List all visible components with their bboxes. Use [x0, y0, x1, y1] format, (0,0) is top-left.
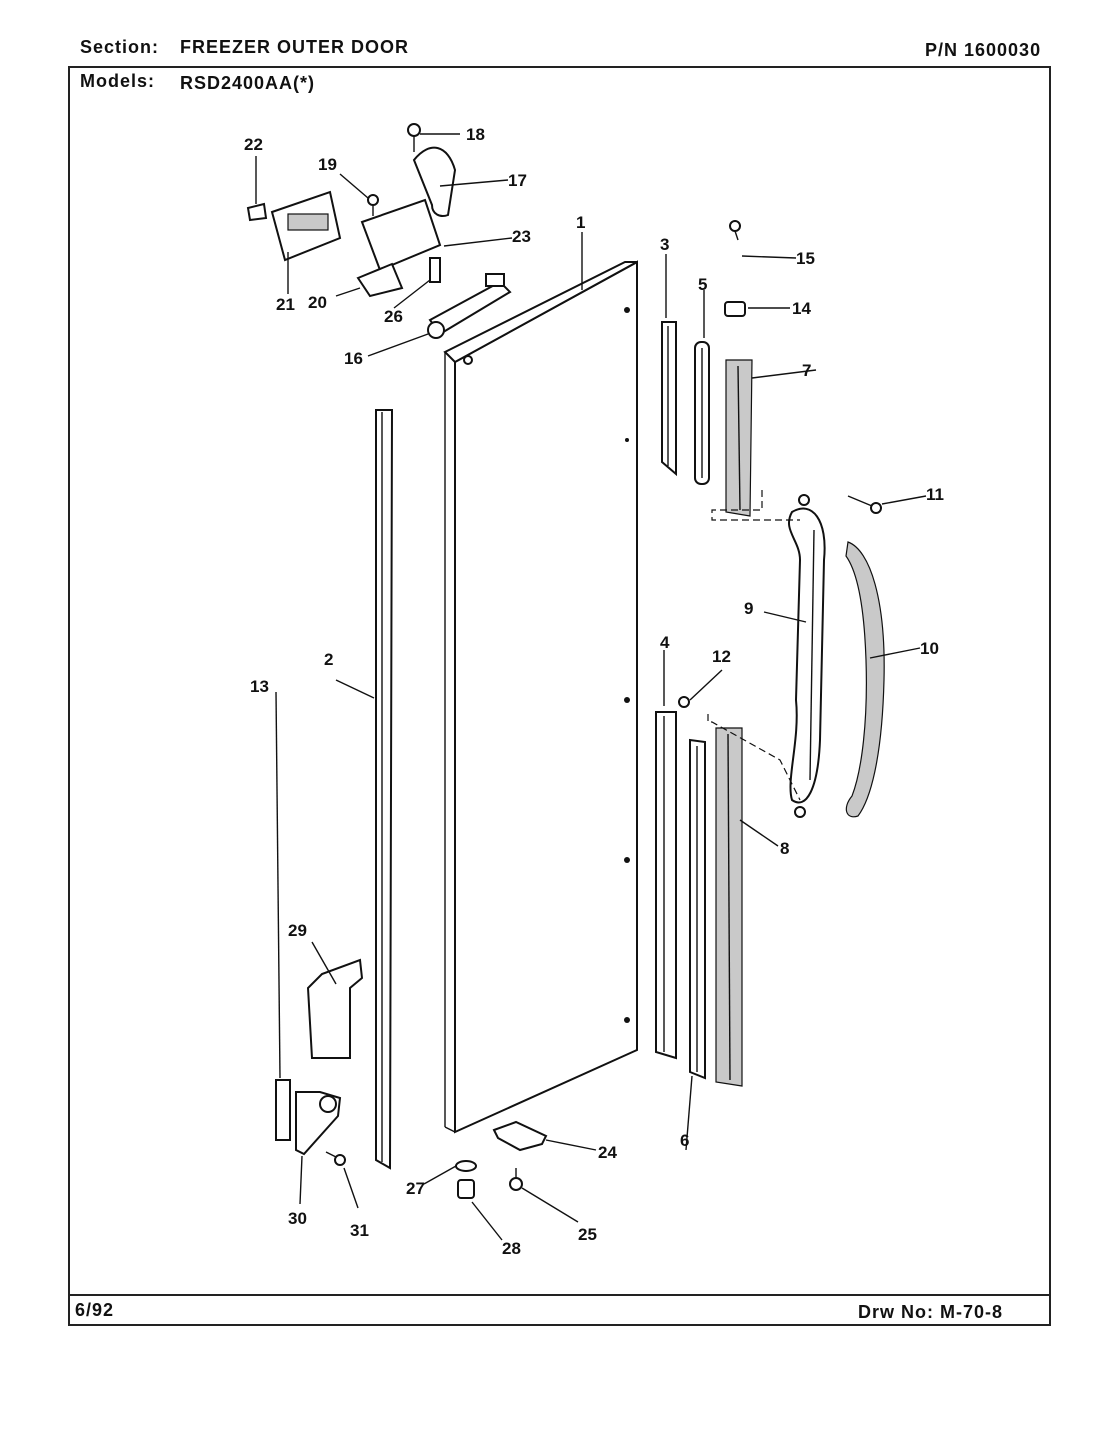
bottom-hinge — [295, 1091, 342, 1156]
gasket-strip — [375, 409, 394, 1170]
callout-22: 22 — [244, 135, 263, 154]
callout-8: 8 — [780, 839, 789, 858]
callout-28: 28 — [502, 1239, 521, 1258]
handle-trim-upper — [725, 359, 753, 517]
callout-11: 11 — [926, 485, 944, 504]
clip — [246, 202, 268, 222]
callout-3: 3 — [660, 235, 669, 254]
channel-upper — [694, 341, 710, 485]
callout-24: 24 — [598, 1143, 617, 1162]
callout-23: 23 — [512, 227, 531, 246]
callout-19: 19 — [318, 155, 337, 174]
screw-31 — [325, 1151, 346, 1166]
models-value: RSD2400AA(*) — [180, 73, 316, 93]
screw-15 — [729, 220, 741, 241]
section-title: FREEZER OUTER DOOR — [180, 37, 410, 57]
callout-6: 6 — [680, 1131, 689, 1150]
hinge-plate — [360, 198, 442, 272]
leader-lines — [255, 133, 927, 1241]
callout-14: 14 — [792, 299, 811, 318]
callout-9: 9 — [744, 599, 753, 618]
callout-7: 7 — [802, 361, 811, 380]
callout-13: 13 — [250, 677, 269, 696]
trim-strip-upper — [661, 321, 677, 477]
callout-10: 10 — [920, 639, 939, 658]
drawing-number: Drw No: M-70-8 — [858, 1302, 1004, 1322]
bushing-28 — [457, 1179, 475, 1199]
shim-plate — [356, 262, 404, 298]
screw-12 — [678, 696, 690, 708]
screw-19 — [367, 194, 379, 216]
callout-16: 16 — [344, 349, 363, 368]
screw-25 — [509, 1168, 523, 1191]
part-number: P/N 1600030 — [925, 40, 1042, 60]
hinge-block — [270, 190, 342, 262]
callout-30: 30 — [288, 1209, 307, 1228]
handle-trim-lower — [715, 727, 743, 1087]
bottom-hinge-cover — [306, 958, 364, 1059]
callout-12: 12 — [712, 647, 731, 666]
callout-29: 29 — [288, 921, 307, 940]
callout-2: 2 — [324, 650, 333, 669]
section-label: Section: — [80, 37, 160, 57]
screw-11 — [847, 495, 882, 514]
callout-27: 27 — [406, 1179, 425, 1198]
drawing-frame — [68, 66, 1051, 1326]
callout-21: 21 — [276, 295, 295, 314]
models-label: Models: — [80, 71, 156, 91]
door-panel — [443, 260, 638, 1134]
callout-25: 25 — [578, 1225, 597, 1244]
bottom-bracket — [492, 1120, 548, 1152]
washer-27 — [455, 1160, 477, 1172]
callout-1: 1 — [576, 213, 585, 232]
screw-18 — [407, 123, 421, 152]
channel-lower — [689, 738, 706, 1080]
callout-18: 18 — [466, 125, 485, 144]
trim-strip-lower — [655, 711, 677, 1060]
shim-13 — [275, 1079, 291, 1141]
callout-17: 17 — [508, 171, 527, 190]
drawing-date: 6/92 — [75, 1300, 115, 1320]
top-hinge-bracket — [427, 273, 512, 339]
callout-4: 4 — [660, 633, 670, 652]
hinge-cover — [412, 146, 457, 217]
callout-5: 5 — [698, 275, 707, 294]
callout-26: 26 — [384, 307, 403, 326]
handle-cover — [845, 541, 885, 818]
callout-20: 20 — [308, 293, 327, 312]
handle-bracket — [788, 494, 826, 818]
callout-31: 31 — [350, 1221, 369, 1240]
clip-14 — [724, 301, 746, 317]
footer-divider — [68, 1294, 1051, 1296]
callout-15: 15 — [796, 249, 815, 268]
hinge-pin — [429, 257, 441, 283]
